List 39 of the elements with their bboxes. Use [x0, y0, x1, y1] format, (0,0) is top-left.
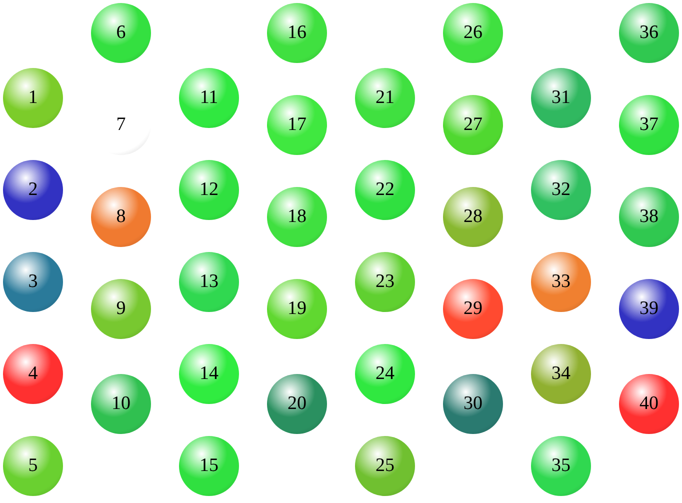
sphere-node: 30 [443, 374, 503, 434]
sphere-node: 4 [3, 344, 63, 404]
sphere-node: 5 [3, 436, 63, 496]
sphere-node: 21 [355, 68, 415, 128]
sphere-node: 17 [267, 95, 327, 155]
sphere-node: 18 [267, 187, 327, 247]
sphere-node: 11 [179, 68, 239, 128]
sphere-node: 14 [179, 344, 239, 404]
sphere-node: 23 [355, 252, 415, 312]
sphere-node: 33 [531, 252, 591, 312]
sphere-node: 31 [531, 68, 591, 128]
sphere-node: 20 [267, 374, 327, 434]
sphere-node: 28 [443, 187, 503, 247]
sphere-node: 36 [619, 3, 679, 63]
sphere-node: 39 [619, 279, 679, 339]
sphere-node: 15 [179, 436, 239, 496]
sphere-node: 1 [3, 68, 63, 128]
sphere-node: 24 [355, 344, 415, 404]
sphere-node: 8 [91, 187, 151, 247]
sphere-node: 26 [443, 3, 503, 63]
sphere-node: 22 [355, 160, 415, 220]
sphere-node: 37 [619, 95, 679, 155]
sphere-node: 35 [531, 436, 591, 496]
sphere-node: 19 [267, 279, 327, 339]
sphere-node: 29 [443, 279, 503, 339]
sphere-node: 13 [179, 252, 239, 312]
sphere-node: 32 [531, 160, 591, 220]
sphere-node: 6 [91, 3, 151, 63]
sphere-node: 3 [3, 252, 63, 312]
sphere-node: 12 [179, 160, 239, 220]
sphere-node: 40 [619, 374, 679, 434]
sphere-node: 9 [91, 279, 151, 339]
sphere-node: 2 [3, 160, 63, 220]
sphere-node: 10 [91, 374, 151, 434]
sphere-node: 25 [355, 436, 415, 496]
sphere-node: 34 [531, 344, 591, 404]
sphere-node: 27 [443, 95, 503, 155]
sphere-node: 38 [619, 187, 679, 247]
sphere-node: 16 [267, 3, 327, 63]
